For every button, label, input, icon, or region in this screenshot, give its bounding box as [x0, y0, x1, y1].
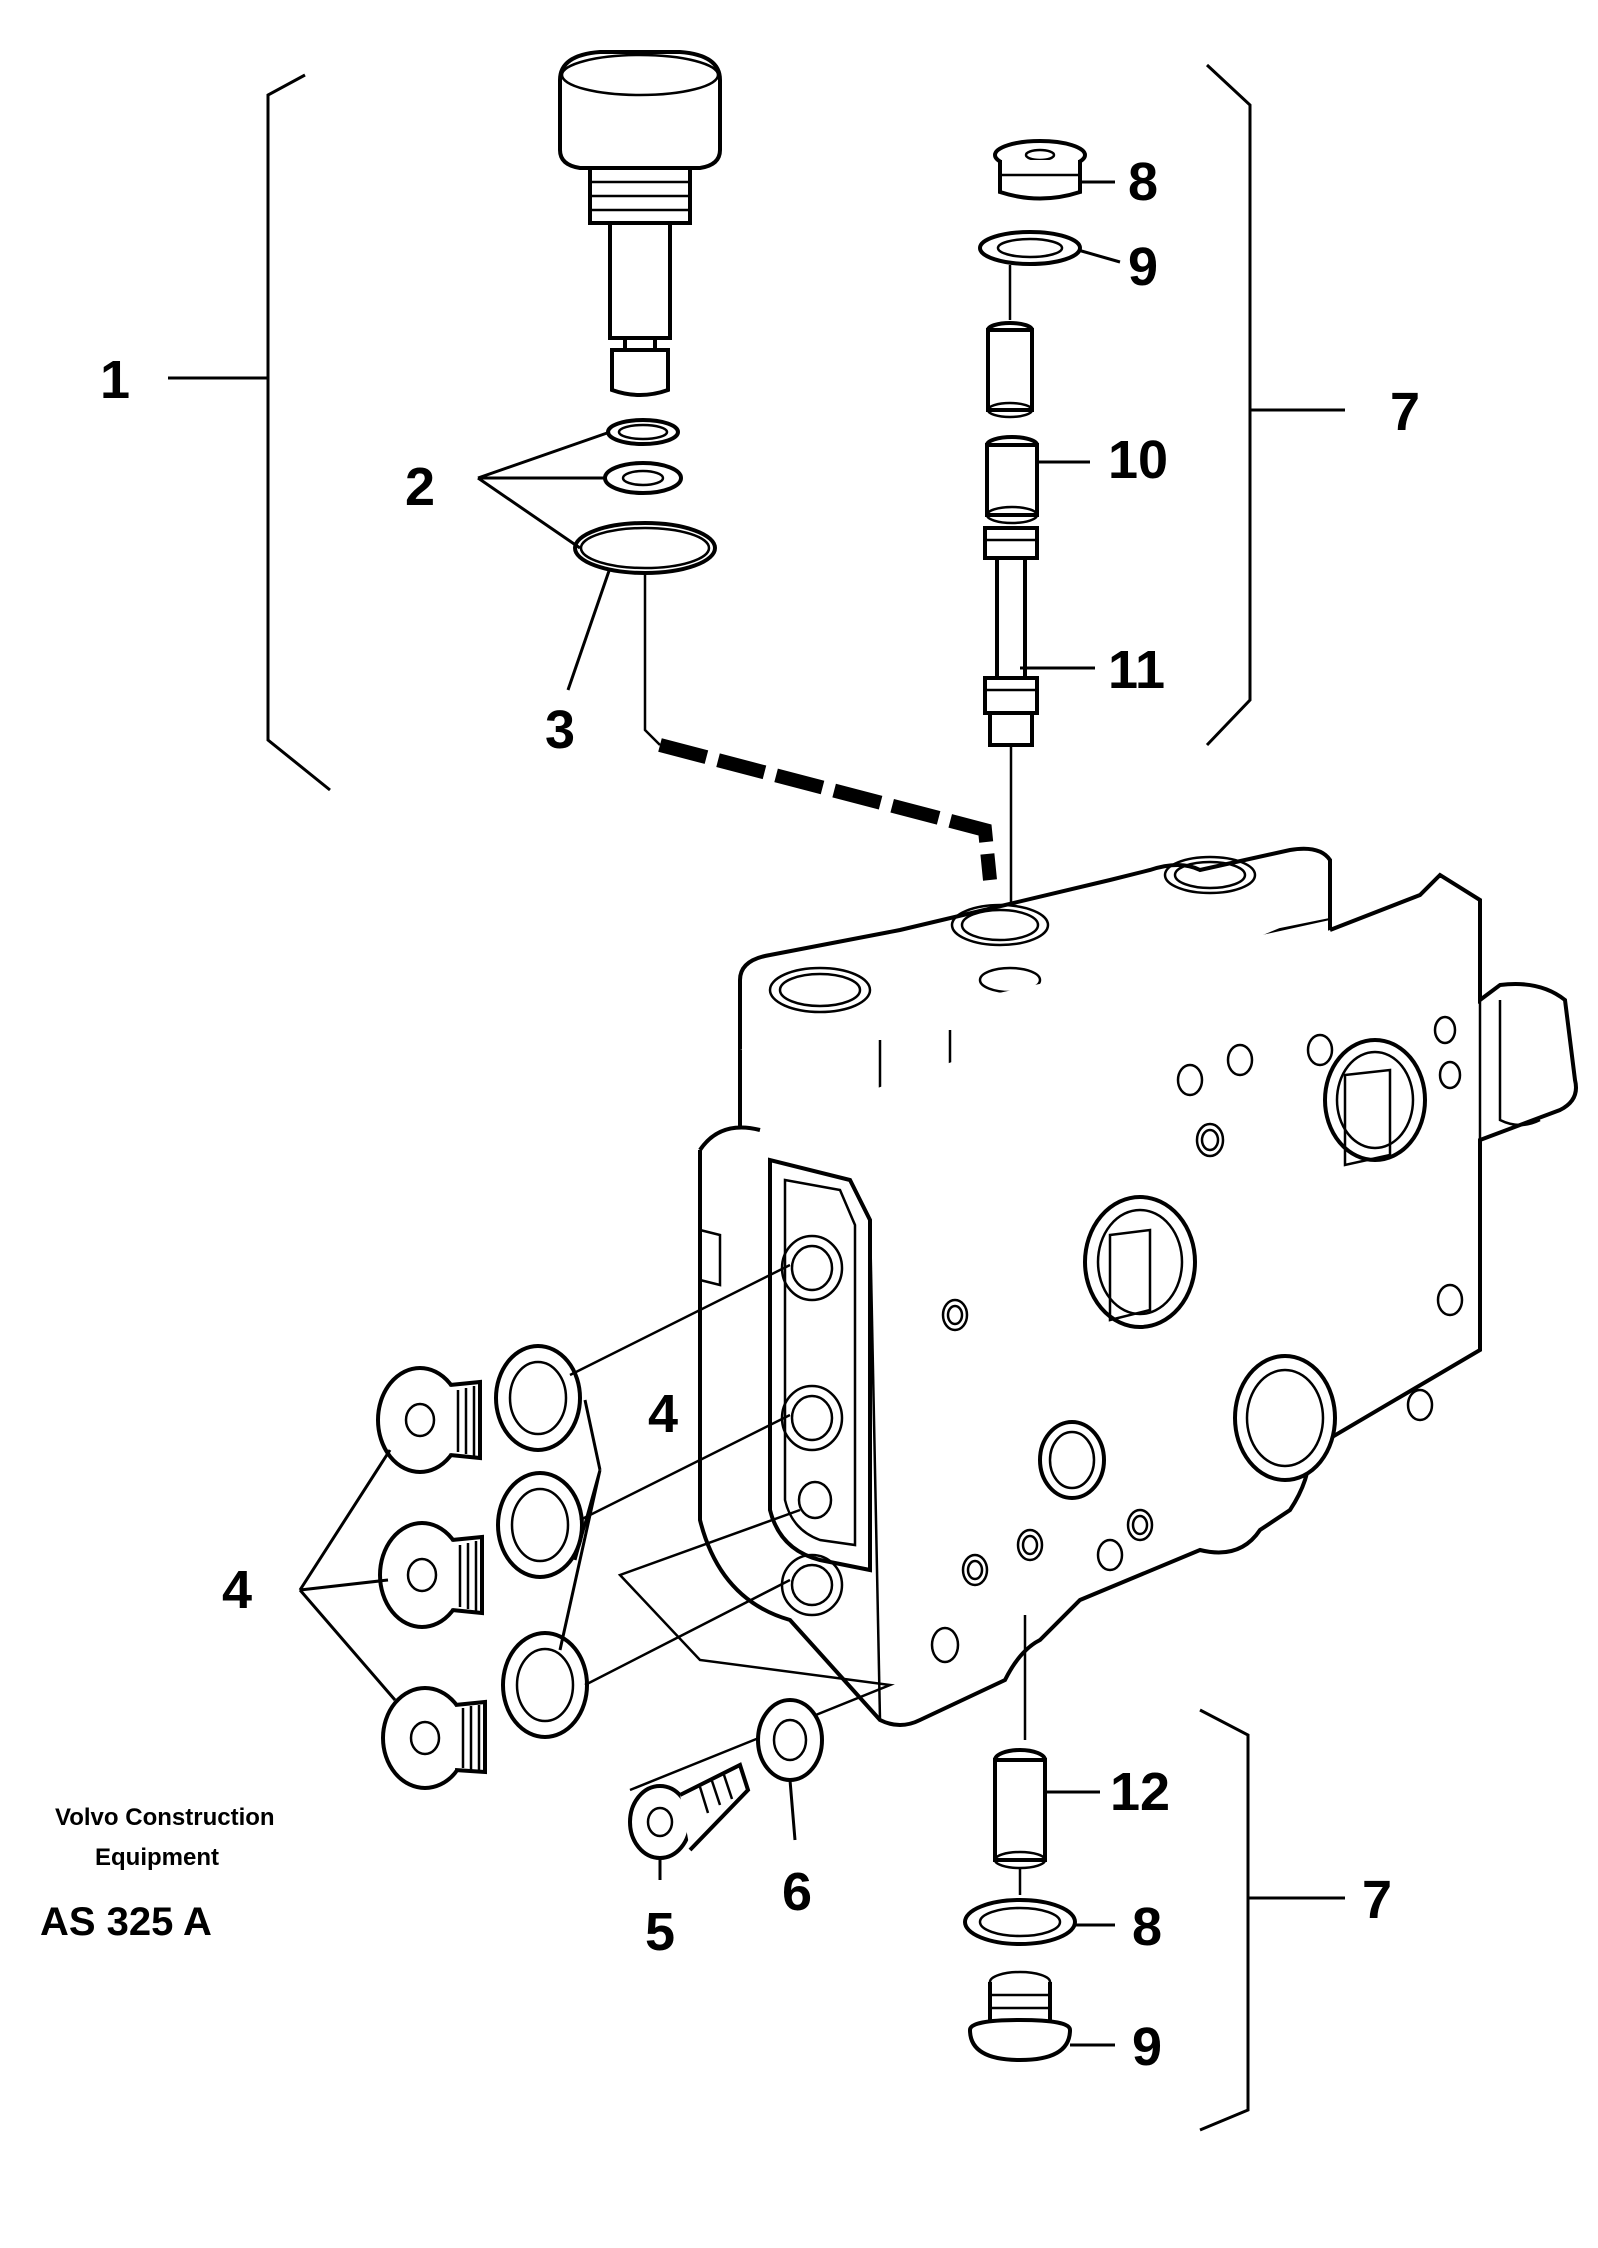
leader-3	[566, 567, 612, 691]
callout-5: 5	[645, 1902, 675, 1962]
callout-11: 11	[1108, 640, 1165, 700]
callout-9-top: 9	[1128, 237, 1158, 297]
callout-10: 10	[1108, 430, 1168, 490]
caption-figure-code: AS 325 A	[40, 1900, 212, 1944]
callout-6: 6	[782, 1862, 812, 1922]
washer-8-bottom	[963, 1898, 1077, 1946]
bracket-group-1	[266, 73, 331, 792]
leader-4-left	[298, 1449, 397, 1701]
o-ring-3	[573, 521, 717, 575]
callout-7-top: 7	[1390, 382, 1420, 442]
washer-4-upper	[494, 1344, 582, 1452]
callout-7-bottom: 7	[1362, 1870, 1392, 1930]
valve-body	[698, 846, 1578, 1727]
washer-6	[756, 1698, 824, 1782]
callout-8-bottom: 8	[1132, 1897, 1162, 1957]
insertion-path-dashes	[658, 738, 997, 881]
callout-9-bottom: 9	[1132, 2017, 1162, 2077]
leader-2	[477, 430, 611, 550]
port-lines-4	[569, 1263, 895, 1792]
callout-12: 12	[1110, 1762, 1170, 1822]
washer-4-middle	[496, 1471, 584, 1579]
bracket-group-7-top	[1205, 63, 1252, 747]
insertion-path-line	[643, 572, 661, 746]
seal-rings-2	[603, 418, 683, 495]
washer-4-lower	[501, 1631, 589, 1739]
plug-4-middle	[378, 1521, 484, 1629]
plug-4-upper	[376, 1366, 482, 1474]
callout-4-left: 4	[222, 1560, 252, 1620]
spool-11	[983, 526, 1039, 770]
callout-8-top: 8	[1128, 152, 1158, 212]
leader-9-top	[1077, 248, 1121, 264]
spring-sleeve-12	[993, 1748, 1047, 1870]
relief-valve-cartridge	[558, 50, 722, 397]
spring-sleeve-10-upper	[986, 321, 1034, 419]
spring-sleeve-10	[985, 435, 1039, 525]
callout-4-right: 4	[648, 1384, 678, 1444]
leader-6	[788, 1779, 797, 1841]
washer-9-top	[978, 230, 1082, 266]
leader-4-right	[558, 1399, 602, 1651]
plug-8-top	[993, 139, 1087, 201]
plug-4-lower	[381, 1686, 487, 1790]
plug-9-bottom	[967, 1970, 1073, 2063]
bolt-5	[628, 1762, 751, 1860]
callout-3: 3	[545, 700, 575, 760]
caption-brand-line2: Equipment	[95, 1844, 219, 1871]
callout-2: 2	[405, 457, 435, 517]
caption-brand-line1: Volvo Construction	[55, 1804, 275, 1831]
callout-1: 1	[100, 350, 130, 410]
bracket-group-7-bottom	[1199, 1708, 1250, 2132]
